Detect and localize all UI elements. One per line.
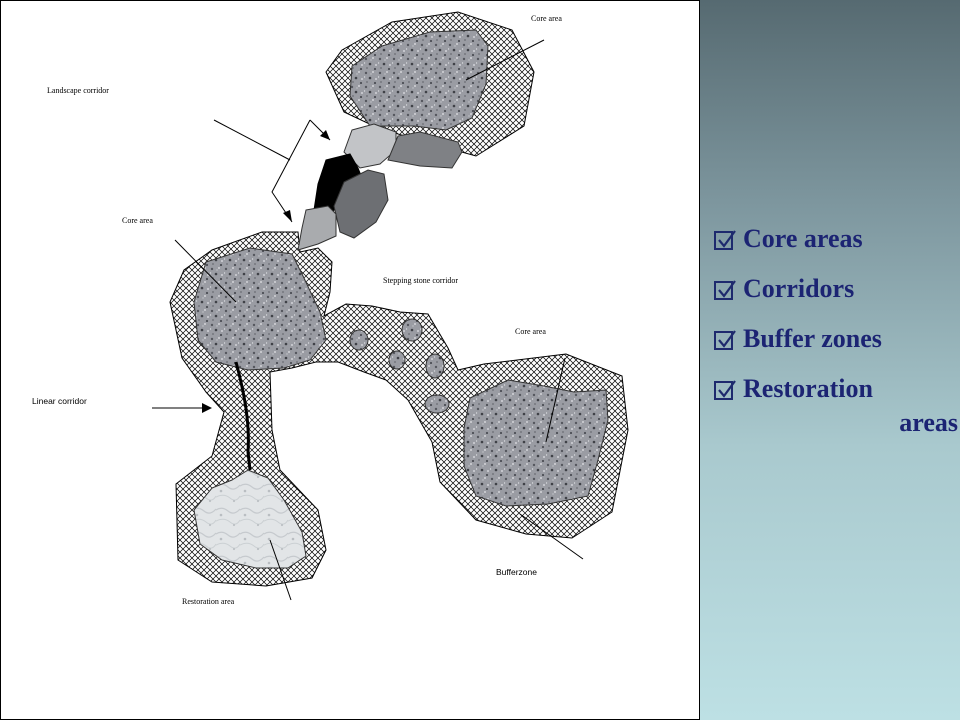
bullet-list: Core areas Corridors Buffer zones Re bbox=[714, 222, 960, 452]
label-core-area-left: Core area bbox=[122, 216, 153, 225]
bullet-label: Buffer zones bbox=[743, 324, 882, 353]
bullet-item-restoration-areas: Restoration areas bbox=[714, 372, 960, 452]
stepping-stone-shapes bbox=[349, 318, 450, 414]
arrow-heads bbox=[202, 130, 330, 413]
label-linear-corridor: Linear corridor bbox=[32, 396, 87, 406]
restoration-area-shape bbox=[193, 469, 307, 569]
landscape-corridor-shapes bbox=[297, 123, 463, 251]
linear-corridor-line bbox=[234, 361, 252, 471]
checkbox-icon bbox=[714, 330, 736, 350]
checkbox-icon bbox=[714, 280, 736, 300]
landscape-diagram bbox=[152, 11, 629, 601]
bullet-label: Core areas bbox=[743, 224, 863, 253]
bullet-label: Restoration areas bbox=[743, 372, 960, 440]
bullet-item-corridors: Corridors bbox=[714, 272, 960, 322]
bullet-label-line2: areas bbox=[899, 408, 958, 437]
label-stepping-stone-corridor: Stepping stone corridor bbox=[383, 276, 459, 285]
bullet-item-buffer-zones: Buffer zones bbox=[714, 322, 960, 372]
core-area-shapes bbox=[193, 29, 609, 507]
checkbox-icon bbox=[714, 380, 736, 400]
side-panel: Core areas Corridors Buffer zones Re bbox=[700, 0, 960, 720]
label-restoration-area: Restoration area bbox=[182, 597, 235, 606]
bullet-item-core-areas: Core areas bbox=[714, 222, 960, 272]
label-landscape-corridor: Landscape corridor bbox=[47, 86, 109, 95]
label-core-area-right: Core area bbox=[515, 327, 546, 336]
pointer-lines bbox=[152, 39, 584, 601]
label-core-area-top: Core area bbox=[531, 14, 562, 23]
bullet-label-line1: Restoration bbox=[743, 374, 873, 403]
checkbox-icon bbox=[714, 230, 736, 250]
label-buffer-zone: Bufferzone bbox=[496, 567, 537, 577]
bullet-label: Corridors bbox=[743, 274, 855, 303]
